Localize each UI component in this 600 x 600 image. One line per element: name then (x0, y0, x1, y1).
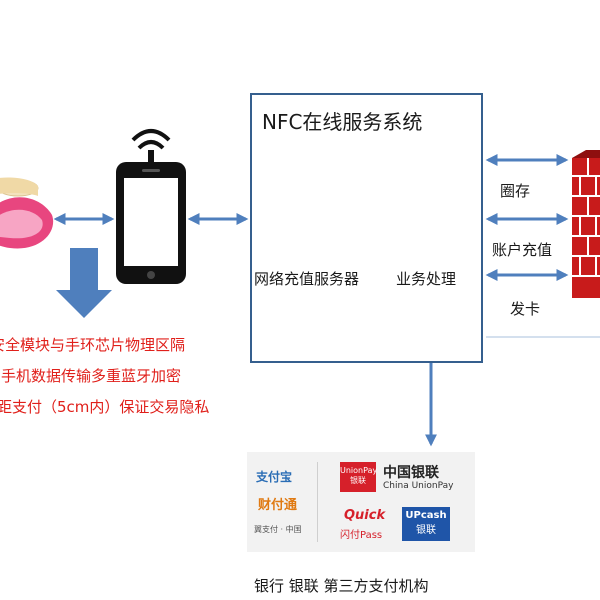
smartphone-icon (116, 129, 186, 284)
china-unionpay-en: China UnionPay (383, 481, 454, 491)
account-topup-label: 账户充值 (492, 241, 553, 259)
circle-store-label: 圈存 (500, 182, 531, 200)
quickpass-en: Quick (344, 508, 386, 523)
card-issue-label: 发卡 (510, 300, 541, 318)
alipay-logo: 支付宝 (256, 470, 293, 484)
security-note-2: 与手机数据传输多重蓝牙加密 (0, 367, 182, 385)
nfc-system-title: NFC在线服务系统 (262, 110, 423, 134)
network-server-label: 网络充值服务器 (254, 270, 360, 288)
upcash-badge: UPcash 银联 (402, 507, 450, 541)
caifutong-logo: 财付通 (258, 498, 298, 513)
china-unionpay-cn: 中国银联 (383, 465, 439, 481)
nfc-system-box (250, 93, 483, 363)
quickpass-cn: 闪付Pass (340, 530, 383, 541)
business-server-label: 业务处理 (396, 270, 457, 288)
wristband-icon (0, 177, 54, 249)
third-party-small-logo: 翼支付 · 中国 (254, 525, 302, 534)
firewall-icon (572, 150, 600, 298)
unionpay-badge: UnionPay 银联 (340, 462, 377, 492)
bottom-caption: 银行 银联 第三方支付机构 (254, 577, 429, 595)
payment-panel-divider (317, 462, 318, 542)
upcash-cn: 银联 (416, 525, 436, 536)
security-note-3: 近距支付（5cm内）保证交易隐私 (0, 398, 210, 416)
down-arrow-icon (56, 248, 112, 318)
security-note-1: 安全模块与手环芯片物理区隔 (0, 336, 186, 354)
upcash-en: UPcash (405, 510, 447, 521)
